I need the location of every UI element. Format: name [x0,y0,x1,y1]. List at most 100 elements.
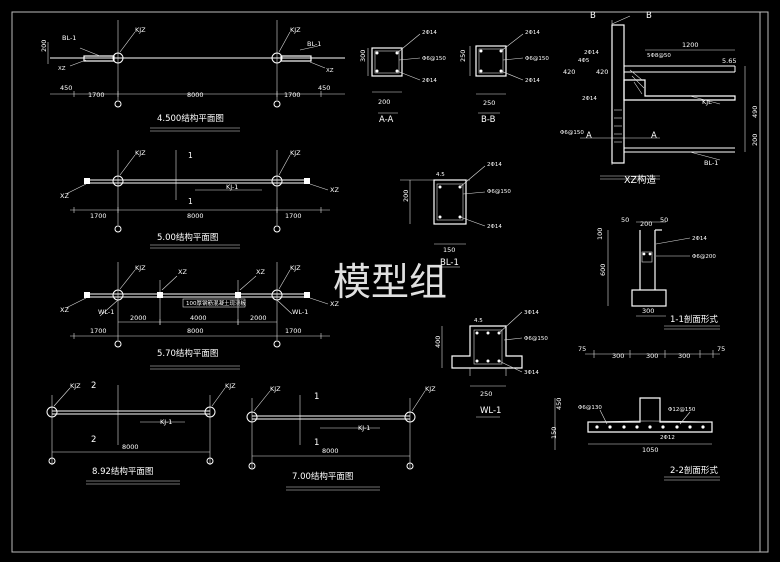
xz-dim-200: 200 [751,134,759,146]
section-bb-bottom-rebar: 2Φ14 [525,78,540,84]
plan-570-wl-left-label: WL-1 [98,308,114,316]
section-11-dim-600: 600 [599,264,607,276]
xz-dim-490: 490 [751,106,759,118]
section-wl1-edge: 4.5 [474,318,483,324]
plan-570-col-right-label: KJZ [290,264,301,272]
plan-4500-dim-c: 1700 [284,91,301,99]
xz-axis-label-left: B [590,11,596,21]
section-bl1-bottom-rebar: 2Φ14 [487,224,502,230]
plan-500-section-mark-bottom: 1 [188,197,193,206]
plan-500: KJZ KJZ 1 1 KJ-1 XZ XZ 1700 8000 1700 5.… [60,149,339,249]
plan-570-slab-note: 100厚钢筋混凝土现浇板 [186,299,246,307]
section-bl1-height: 200 [402,190,410,202]
sheet-border [11,11,769,553]
plan-570-col-left-label: KJZ [135,264,146,272]
plan-4500-dim-b: 8000 [187,91,204,99]
section-wl1-width: 250 [480,390,492,398]
plan-500-col-right-label: KJZ [290,149,301,157]
plan-570-dim-t3: 2000 [250,314,267,322]
section-22-title: 2-2剖面形式 [670,465,718,476]
plan-4500: KJZ KJZ BL-1 BL-1 XZ XZ 200 450 450 1700… [40,20,345,132]
section-bl1-top-rebar: 2Φ14 [487,162,502,168]
plan-4500-dim-450-left: 450 [60,84,72,92]
plan-570-xz-left-label: XZ [60,306,69,314]
xz-stirrup-label: 5Φ8@50 [647,53,671,59]
section-22-dim-300-c: 300 [678,352,690,360]
xz-dim-420-right: 420 [596,68,608,76]
section-aa-title: A-A [379,115,394,125]
plan-500-dim-b: 8000 [187,212,204,220]
section-22-dim-75-left: 75 [578,345,586,353]
plan-4500-xz-right-label: XZ [326,68,334,74]
plan-4500-dim-side: 200 [40,40,48,52]
section-wl1-bottom-rebar: 3Φ14 [524,370,539,376]
section-wl1-height: 400 [434,336,442,348]
section-22-dim-150: 150 [550,427,558,439]
plan-570-wl-right-label: WL-1 [292,308,308,316]
section-wl1-stirrup: Φ6@150 [524,336,548,342]
xz-kjl-label: KJL [702,98,712,106]
section-bl1-title: BL-1 [440,258,459,268]
xz-dim-1200: 1200 [682,41,699,49]
xz-cut-label-left: A [586,131,592,141]
xz-axis-label-right: B [646,11,652,21]
section-aa-width: 200 [378,98,390,106]
xz-rebar-mid: 4Φ5 [578,58,590,64]
plan-4500-beam-right-label: BL-1 [307,40,321,48]
xz-elevation: 5.65 [722,57,736,65]
section-bb-title: B-B [481,115,496,125]
plan-500-col-left-label: KJZ [135,149,146,157]
plan-4500-dim-450-right: 450 [318,84,330,92]
section-aa-bottom-rebar: 2Φ14 [422,78,437,84]
plan-570-title: 5.70结构平面图 [157,348,218,359]
plan-700-col-left-label: KJZ [270,385,281,393]
section-aa-stirrup: Φ6@150 [422,56,446,62]
section-22-dim-300-a: 300 [612,352,624,360]
section-wl1-top-rebar: 3Φ14 [524,310,539,316]
section-11-dim-200: 200 [640,220,652,228]
plan-892-title: 8.92结构平面图 [92,466,153,477]
plan-570-xz-top-left-label: XZ [178,268,187,276]
plan-700-section-mark-top: 1 [314,392,319,402]
section-11-dim-100: 100 [596,228,604,240]
section-11-dim-300: 300 [642,307,654,315]
xz-rebar-top: 2Φ14 [584,50,599,56]
xz-cut-label-right: A [651,131,657,141]
section-22-dim-300-b: 300 [646,352,658,360]
section-bb-height: 250 [459,50,467,62]
section-bl1-edge: 4.5 [436,172,445,178]
section-wl1: 4.5 3Φ14 Φ6@150 3Φ14 400 250 WL-1 [434,310,548,418]
plan-700-dim-b: 8000 [322,447,339,455]
plan-4500-xz-left-label: XZ [58,66,66,72]
plan-4500-title: 4.500结构平面图 [157,113,224,124]
plan-500-title: 5.00结构平面图 [157,232,218,243]
plan-4500-beam-left-label: BL-1 [62,34,76,42]
plan-892: KJZ KJZ 2 2 KJ-1 8000 8.92结构平面图 [46,381,236,485]
section-22-rebar-left: Φ6@130 [578,405,602,411]
plan-4500-col-right-label: KJZ [290,26,301,34]
section-bl1-stirrup: Φ6@150 [487,189,511,195]
plan-700-beam-label: KJ-1 [358,424,370,432]
plan-892-dim-b: 8000 [122,443,139,451]
plan-4500-col-left-label: KJZ [135,26,146,34]
plan-700: KJZ KJZ 1 1 KJ-1 8000 7.00结构平面图 [246,385,436,491]
plan-570-xz-top-right-label: XZ [256,268,265,276]
section-aa: 2Φ14 Φ6@150 2Φ14 300 200 A-A [359,30,446,125]
plan-500-section-mark-top: 1 [188,151,193,160]
section-bl1: 4.5 2Φ14 Φ6@150 2Φ14 200 150 BL-1 [400,162,511,268]
xz-rebar-bottom: 2Φ14 [582,96,597,102]
plan-892-col-left-label: KJZ [70,382,81,390]
section-22: 75 300 300 300 75 450 150 Φ6@130 Φ12@150… [550,345,725,481]
section-11-dim-50-right: 50 [660,216,668,224]
section-11-title: 1-1剖面形式 [670,314,718,325]
section-22-dim-450: 450 [555,398,563,410]
plan-892-col-right-label: KJZ [225,382,236,390]
section-bl1-width: 150 [443,246,455,254]
section-bb-top-rebar: 2Φ14 [525,30,540,36]
xz-dim-420-left: 420 [563,68,575,76]
plan-500-xz-left-label: XZ [60,192,69,200]
section-bb: 2Φ14 Φ6@150 2Φ14 250 250 B-B [459,30,549,125]
plan-570-dim-c: 1700 [285,327,302,335]
plan-892-section-mark-top: 2 [91,381,96,391]
